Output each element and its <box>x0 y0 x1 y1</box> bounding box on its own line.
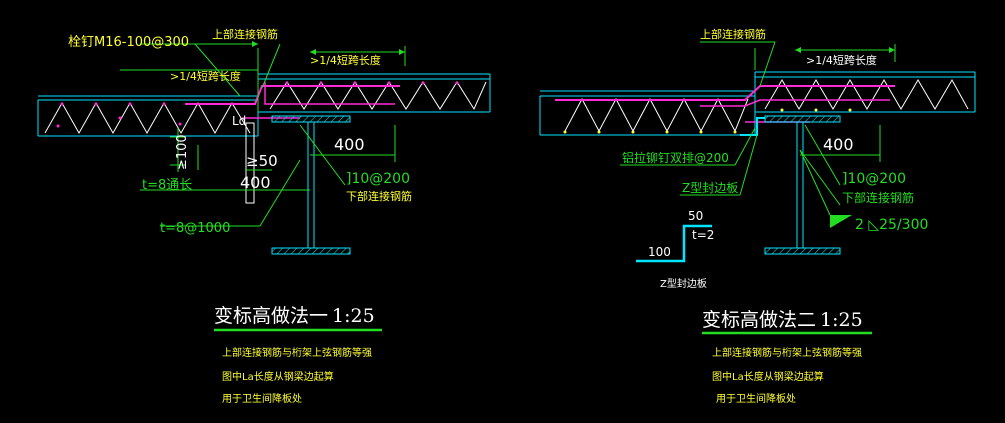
right-truss-lower <box>564 97 749 133</box>
right-note-1: 上部连接钢筋与桁架上弦钢筋等强 <box>712 346 862 359</box>
detail-left: 栓钉M16-100@300 上部连接钢筋 >1/4短跨长度 >1/4短跨长度 L… <box>37 27 491 405</box>
z-dim-t: t=2 <box>692 228 714 242</box>
left-ge50-label: ≥50 <box>246 152 278 170</box>
left-quarter-span-mid: >1/4短跨长度 <box>170 69 241 83</box>
left-truss-lower <box>44 101 251 135</box>
right-lower-slab <box>539 90 755 136</box>
left-bolt-label: 栓钉M16-100@300 <box>68 35 189 50</box>
right-truss-upper <box>764 78 969 110</box>
left-400-bottom: 400 <box>240 173 271 192</box>
z-caption: Z型封边板 <box>660 277 707 290</box>
left-400-top: 400 <box>334 135 365 154</box>
right-upper-slab <box>754 71 976 135</box>
right-weld-label: 2 ◺25/300 <box>855 217 928 233</box>
z-edge-plate-sketch <box>636 224 712 263</box>
right-bottom-rebar-label: 下部连接钢筋 <box>842 190 914 205</box>
z-dim-100: 100 <box>648 245 671 259</box>
left-bottom-rebar-label: 下部连接钢筋 <box>346 189 412 203</box>
left-steel-beam <box>271 115 351 255</box>
left-ge100-label: ≥100 <box>175 134 190 170</box>
right-bar-label: ]10@200 <box>842 171 906 187</box>
z-dim-50: 50 <box>688 209 703 223</box>
right-note-2: 图中La长度从钢梁边起算 <box>712 370 824 383</box>
right-truss-dots <box>563 108 852 134</box>
left-dimension-lines <box>120 43 406 227</box>
left-lower-slab <box>37 95 258 137</box>
right-steel-beam <box>764 115 841 255</box>
left-ld-label: Ld <box>232 114 246 128</box>
left-top-rebar <box>185 85 400 105</box>
right-top-rebar <box>555 85 895 101</box>
left-top-rebar-label: 上部连接钢筋 <box>212 27 278 41</box>
right-dimension-lines <box>620 41 896 216</box>
left-title: 变标高做法一 <box>214 305 328 327</box>
right-quarter-span-label: >1/4短跨长度 <box>806 53 877 67</box>
left-t8-1000-label: t=8@1000 <box>160 221 230 236</box>
left-note-3: 用于卫生间降板处 <box>222 392 302 405</box>
left-note-1: 上部连接钢筋与桁架上弦钢筋等强 <box>222 346 372 359</box>
right-note-3: 用于卫生间降板处 <box>716 392 796 405</box>
left-scale: 1:25 <box>332 305 375 327</box>
right-rivet-label: 铝拉铆钉双排@200 <box>622 150 729 165</box>
right-title: 变标高做法二 <box>702 309 816 331</box>
right-scale: 1:25 <box>820 309 863 331</box>
detail-right: 上部连接钢筋 >1/4短跨长度 400 铝拉铆钉双排@200 ]10@200 Z… <box>539 27 976 405</box>
left-quarter-span-top: >1/4短跨长度 <box>310 53 381 67</box>
right-z-edge-plate-detail <box>740 117 765 136</box>
right-z-edge-label: Z型封边板 <box>682 181 738 195</box>
left-gusset-plate <box>245 122 255 204</box>
left-t8-long-label: t=8通长 <box>142 178 192 193</box>
right-400-label: 400 <box>823 135 854 154</box>
left-bar-label: ]10@200 <box>346 171 410 187</box>
left-note-2: 图中La长度从钢梁边起算 <box>222 370 334 383</box>
right-top-rebar-label: 上部连接钢筋 <box>700 27 766 41</box>
